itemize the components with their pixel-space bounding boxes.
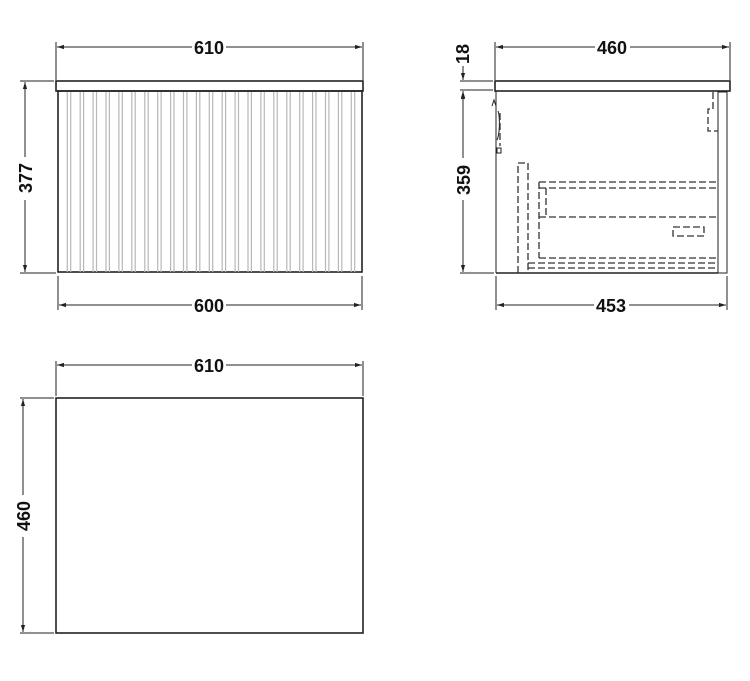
wall-bracket-hidden [707, 92, 718, 132]
side-elevation-view: 460 [453, 38, 731, 316]
worktop-thickness-label: 18 [453, 44, 473, 64]
side-panel-hidden [517, 162, 529, 273]
side-bottom-depth-label: 453 [596, 296, 626, 316]
hinge-detail [491, 98, 502, 154]
side-back-panel [717, 91, 728, 274]
plan-width-label: 610 [194, 356, 224, 376]
plan-view: 610 460 [14, 356, 364, 634]
front-top-width-dimension: 610 [55, 38, 364, 80]
side-worktop [494, 80, 731, 92]
front-bottom-width-dimension: 600 [57, 276, 363, 316]
drawer-hidden-lines [528, 181, 718, 269]
plan-outline [55, 397, 364, 634]
drawer-handle-hidden [672, 226, 705, 237]
front-cabinet-body [57, 90, 363, 273]
front-height-dimension: 377 [16, 80, 56, 274]
side-top-depth-dimension: 460 [494, 38, 731, 80]
front-bottom-width-label: 600 [194, 296, 224, 316]
side-height-label: 359 [454, 165, 474, 195]
side-height-dimension: 359 [454, 92, 494, 274]
plan-width-dimension: 610 [55, 356, 364, 396]
side-top-depth-label: 460 [597, 38, 627, 58]
front-height-label: 377 [16, 163, 36, 193]
side-bottom-depth-dimension: 453 [495, 276, 728, 316]
plan-depth-label: 460 [14, 501, 34, 531]
plan-depth-dimension: 460 [14, 397, 54, 634]
fluted-door-panel [66, 92, 356, 272]
front-elevation-view: 610 377 600 [16, 38, 364, 316]
front-worktop [55, 80, 364, 92]
front-top-width-label: 610 [194, 38, 224, 58]
